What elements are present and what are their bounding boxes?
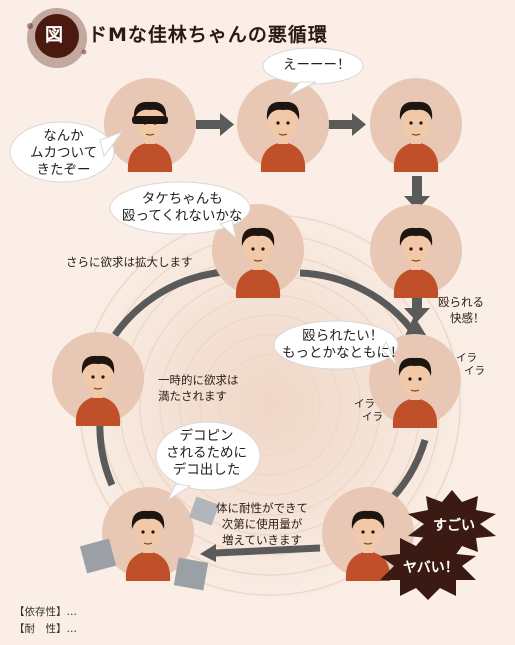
bubble-takechan: タケちゃんも 殴ってくれないかな	[122, 191, 242, 225]
person-circle-1	[104, 78, 196, 173]
label-hit-pleasure-line-2: 快感！	[450, 311, 485, 325]
label-tolerance: 体に耐性ができて 次第に使用量が 増えていきます	[216, 500, 308, 548]
footer-tolerance: 【耐 性】…	[14, 623, 77, 635]
bubble-takechan-line-2: 殴ってくれないかな	[122, 208, 243, 224]
label-expand: さらに欲求は拡大します	[66, 255, 193, 269]
pill-packets	[79, 496, 220, 591]
person-circle-8	[102, 487, 194, 582]
person-circle-2	[237, 78, 329, 173]
bubble-decopin-line-2: されるために	[166, 445, 247, 461]
bubble-want-hit-line-1: 殴られたい！	[302, 328, 384, 344]
label-tolerance-line-3: 増えていきます	[222, 533, 302, 547]
person-circle-5	[212, 204, 304, 299]
person-circle-3	[370, 78, 462, 173]
badge-label: 図	[45, 25, 63, 46]
top-arrows	[196, 113, 430, 322]
label-tolerance-line-2: 次第に使用量が	[221, 517, 303, 531]
label-ira-right-line-2: イラ	[464, 365, 485, 377]
badge-blot	[27, 8, 87, 68]
person-circle-6	[52, 332, 144, 427]
bubble-decopin-line-3: デコ出した	[172, 462, 241, 478]
label-ira-right: イラ イラ	[456, 352, 485, 378]
label-hit-pleasure: 殴られる 快感！	[438, 294, 485, 326]
bubble-angry-line-1: なんか	[43, 128, 84, 144]
burst-sugoi-text: すごい	[433, 518, 475, 534]
bubble-decopin-line-1: デコピン	[179, 428, 234, 444]
bubble-angry: なんか ムカついて きたぞー	[30, 128, 97, 179]
person-circle-4	[370, 204, 462, 299]
label-tolerance-line-1: 体に耐性ができて	[216, 501, 308, 515]
label-satisfied-line-1: 一時的に欲求は	[158, 373, 239, 387]
label-satisfied: 一時的に欲求は 満たされます	[158, 372, 239, 404]
burst-yabai-text: ヤバい！	[403, 560, 459, 576]
label-satisfied-line-2: 満たされます	[158, 389, 227, 403]
page-title: ドMな佳林ちゃんの悪循環	[88, 24, 328, 46]
label-ira-left: イラ イラ	[354, 398, 383, 424]
bubble-want-hit: 殴られたい！ もっとかなともに！	[282, 328, 404, 362]
burst-yabai	[380, 532, 476, 600]
bubble-takechan-line-1: タケちゃんも	[141, 191, 223, 207]
bubble-want-hit-line-2: もっとかなともに！	[282, 345, 404, 361]
bubble-decopin: デコピン されるために デコ出した	[166, 428, 247, 479]
bubble-angry-line-2: ムカついて	[30, 145, 98, 161]
bubble-eh: えーーー！	[283, 57, 351, 73]
speech-bubbles	[9, 47, 399, 502]
bubble-angry-line-3: きたぞー	[36, 162, 91, 178]
label-ira-right-line-1: イラ	[456, 352, 477, 364]
footer-dependency: 【依存性】…	[14, 606, 77, 618]
label-ira-left-line-1: イラ	[354, 398, 375, 410]
label-hit-pleasure-line-1: 殴られる	[438, 295, 484, 309]
label-ira-left-line-2: イラ	[362, 411, 383, 423]
